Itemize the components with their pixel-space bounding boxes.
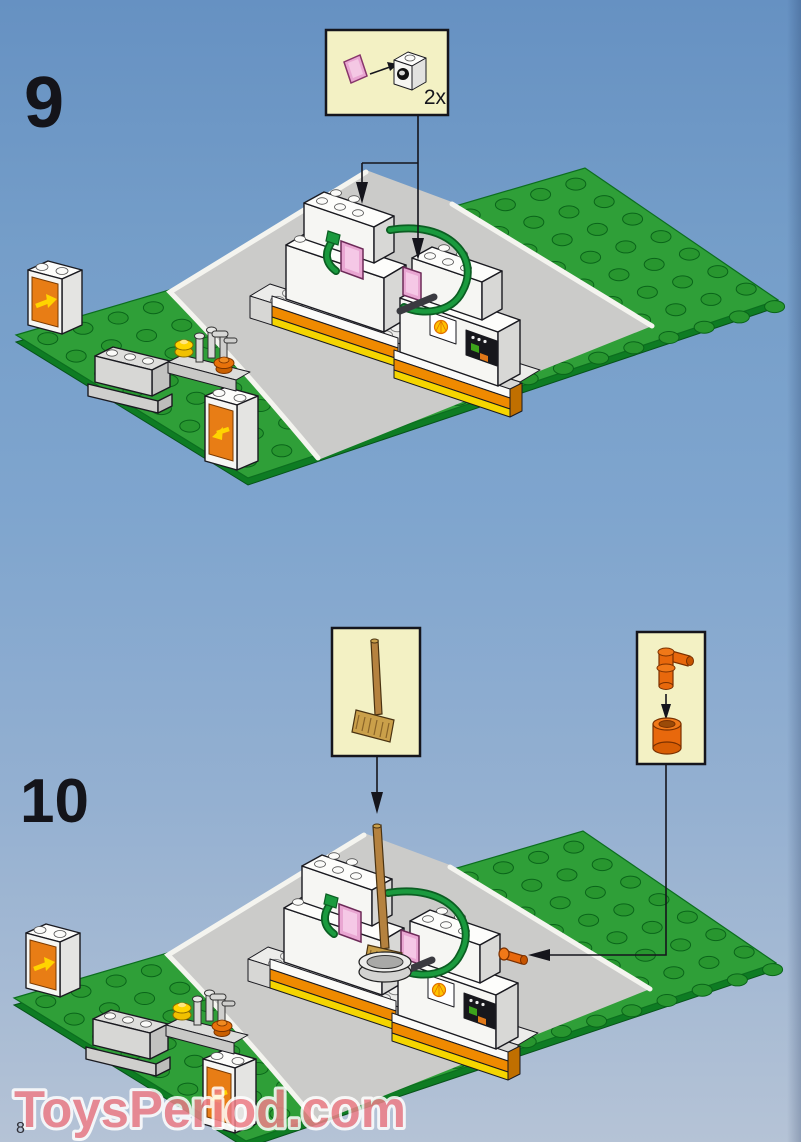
pump-studs (294, 189, 364, 243)
gray-pipes (194, 326, 238, 363)
broom-stand-dish (358, 951, 412, 983)
arrow-sign-right (27, 260, 83, 335)
curb-right (449, 201, 655, 329)
yellow-arrow-left-icon (212, 426, 230, 440)
yellow-round-plates (174, 339, 194, 358)
count-label: 2x (424, 86, 447, 109)
step9-callout-box (324, 28, 450, 117)
hose-holster (323, 230, 341, 275)
leader-line (361, 115, 419, 240)
down-arrow (412, 238, 424, 260)
arrow-sign-left (204, 386, 259, 471)
yellow-arrow-right-icon (35, 294, 57, 309)
left-arrow (528, 949, 550, 961)
shell-logo-tile (429, 311, 457, 345)
down-arrow (356, 182, 368, 204)
step10-label: 10 (20, 767, 89, 836)
nozzle (396, 293, 438, 315)
step10-callout-broom (330, 626, 422, 814)
orange-button (480, 353, 488, 362)
gray-bricks (87, 346, 173, 414)
green-button (471, 343, 479, 353)
down-arrow (371, 792, 383, 814)
right-fuel-pump (393, 244, 523, 418)
orange-round-brick-icon (652, 717, 682, 755)
tap-icon (656, 647, 694, 690)
page-number: 8 (16, 1120, 25, 1137)
orange-barrel-lid (213, 356, 235, 374)
pink-panel-icon (343, 53, 368, 85)
pipe-assembly (167, 326, 251, 392)
control-panel (465, 329, 498, 367)
fuel-hose (386, 224, 472, 316)
step9-callout: 2x (324, 28, 450, 260)
broom-icon (351, 638, 395, 743)
step9-label: 9 (24, 63, 64, 143)
watermark: ToysPeriod.com (14, 1081, 406, 1139)
broom-in-stand (358, 823, 412, 983)
headlight-brick-icon (393, 51, 427, 91)
step9-model (14, 167, 786, 486)
step10-callout-tap (528, 630, 707, 961)
orange-tap (498, 947, 528, 965)
curb-left (166, 169, 369, 461)
